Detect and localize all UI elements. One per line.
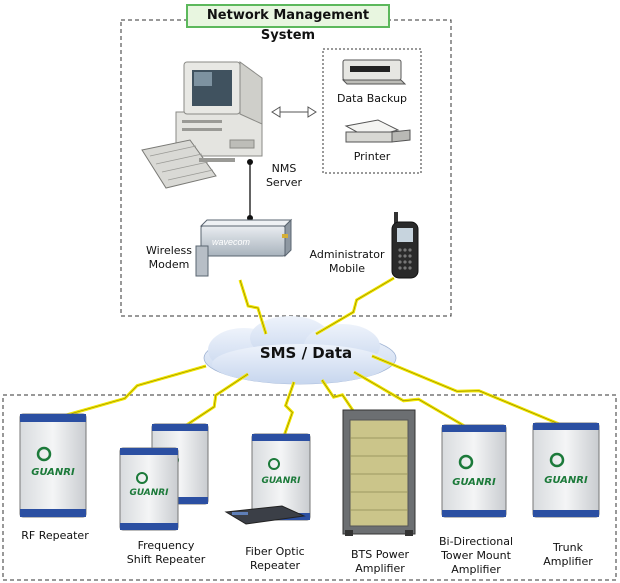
printer-icon — [344, 119, 411, 143]
cloud-icon — [203, 316, 397, 385]
device-label-bts-line2: Amplifier — [355, 562, 405, 575]
cabinet-brand-text: GUANRI — [452, 477, 496, 488]
device-label-frequency-shift-line1: Frequency — [137, 539, 195, 552]
bolt-cloud-frequency-shift-outline — [181, 373, 249, 429]
computer-icon — [141, 61, 263, 189]
device-label-tower-mount-line1: Bi-Directional — [438, 535, 514, 548]
wireless-modem-icon: wavecom — [195, 218, 293, 277]
admin-mobile-label-line2: Mobile — [328, 262, 366, 275]
wireless-modem-label-line2: Modem — [148, 258, 190, 271]
peripherals-frame — [322, 48, 422, 174]
device-label-fiber-optic-line2: Repeater — [249, 559, 300, 572]
data-backup-label: Data Backup — [336, 92, 408, 105]
bolt-cloud-tower-mount-outline — [353, 371, 469, 429]
cabinet-brand-text: GUANRI — [129, 488, 169, 498]
cabinet-brand-text: GUANRI — [31, 467, 75, 478]
double-arrow-icon — [271, 106, 317, 118]
device-label-trunk-line2: Amplifier — [543, 555, 593, 568]
device-label-frequency-shift-line2: Shift Repeater — [126, 553, 206, 566]
admin-mobile-label-line1: Administrator — [309, 248, 385, 261]
modem-brand-text: wavecom — [212, 237, 251, 247]
nms-server-label-line2: Server — [265, 176, 303, 189]
printer-label: Printer — [353, 150, 391, 163]
connector-dot-icon — [247, 159, 253, 165]
nms-server-label-line1: NMS — [271, 162, 297, 175]
bolt-modem-cloud-outline — [239, 279, 267, 335]
trunk-amplifier-cabinet-icon — [532, 422, 600, 518]
diagram-title: Network Management System — [186, 4, 390, 43]
bolt-cloud-bts-outline — [321, 379, 355, 413]
bts-power-amplifier-rack-icon — [342, 409, 416, 536]
frequency-shift-repeater-cabinets-icon — [119, 423, 209, 531]
cabinet-brand-text: GUANRI — [544, 475, 588, 486]
rf-repeater-cabinet-icon — [19, 413, 87, 518]
device-label-tower-mount-line3: Amplifier — [451, 563, 501, 576]
bolt-cloud-trunk-outline — [371, 355, 565, 427]
bolt-cloud-fiber-optic-outline — [283, 381, 295, 437]
device-label-bts-line1: BTS Power — [350, 548, 409, 561]
device-label-trunk-line1: Trunk — [553, 541, 583, 554]
mobile-phone-icon — [391, 212, 419, 279]
device-label-tower-mount-line2: Tower Mount — [441, 549, 511, 562]
fiber-optic-repeater-cabinet-icon — [224, 433, 311, 525]
tape-drive-icon — [341, 59, 407, 85]
bolt-cloud-rf-repeater-outline — [55, 365, 207, 419]
cabinet-brand-text: GUANRI — [261, 476, 301, 486]
device-label-rf-repeater: RF Repeater — [21, 529, 89, 542]
device-label-fiber-optic-line1: Fiber Optic — [245, 545, 305, 558]
tower-mount-amplifier-cabinet-icon — [441, 424, 507, 518]
wireless-modem-label-line1: Wireless — [145, 244, 193, 257]
sms-data-label: SMS / Data — [259, 344, 353, 362]
bolt-mobile-cloud-outline — [315, 277, 395, 335]
lightning-links — [55, 276, 565, 437]
